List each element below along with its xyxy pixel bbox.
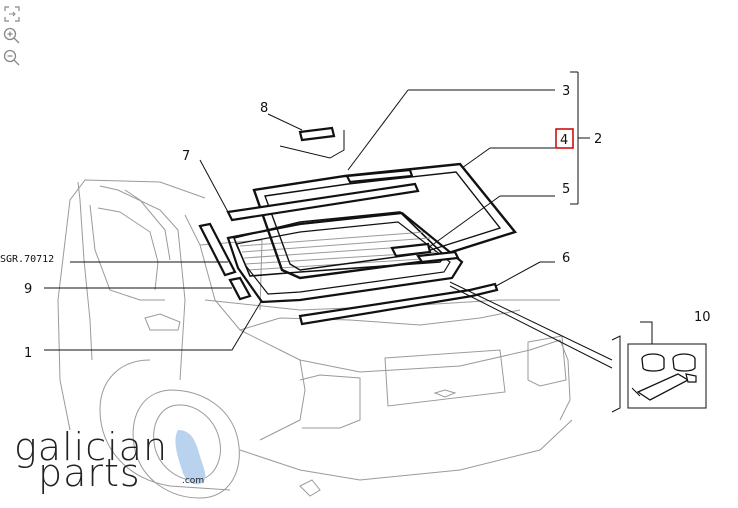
part-5-lower-strip [416, 250, 460, 264]
galician-parts-logo: galician parts .com [14, 425, 206, 495]
callout-4[interactable]: 4 [560, 133, 568, 148]
logo-line2: parts [38, 451, 141, 495]
part-side-strip [198, 222, 237, 277]
callout-9: 9 [24, 282, 32, 297]
callout-1: 1 [24, 346, 32, 361]
callout-ref: SGR.70712 [0, 254, 54, 265]
zoom-in-icon[interactable] [2, 26, 22, 46]
logo-line1: galician [14, 425, 168, 469]
callout-8: 8 [260, 101, 268, 116]
part-6-lower-trim [298, 282, 499, 326]
fit-screen-icon[interactable] [2, 4, 22, 24]
part-3-top-trim [345, 168, 414, 184]
car-body-drawing [57, 179, 573, 499]
callout-6: 6 [562, 251, 570, 266]
part-8-clip [298, 126, 336, 142]
part-4-seal-frame [226, 162, 518, 304]
leader-lines [44, 71, 653, 369]
part-7-upper-strip [226, 182, 420, 222]
logo-suffix: .com [182, 476, 204, 486]
part-10-adhesive-kit [627, 343, 707, 409]
callout-7: 7 [182, 149, 190, 164]
callout-5: 5 [562, 182, 570, 197]
callout-3: 3 [562, 84, 570, 99]
zoom-out-icon[interactable] [2, 48, 22, 68]
part-9-side-piece [228, 276, 252, 301]
callout-2: 2 [594, 132, 602, 147]
viewer-toolbar [2, 4, 24, 70]
part-5-inner-strip [390, 242, 432, 258]
callout-4-highlight [555, 128, 574, 149]
callout-10: 10 [694, 310, 711, 325]
